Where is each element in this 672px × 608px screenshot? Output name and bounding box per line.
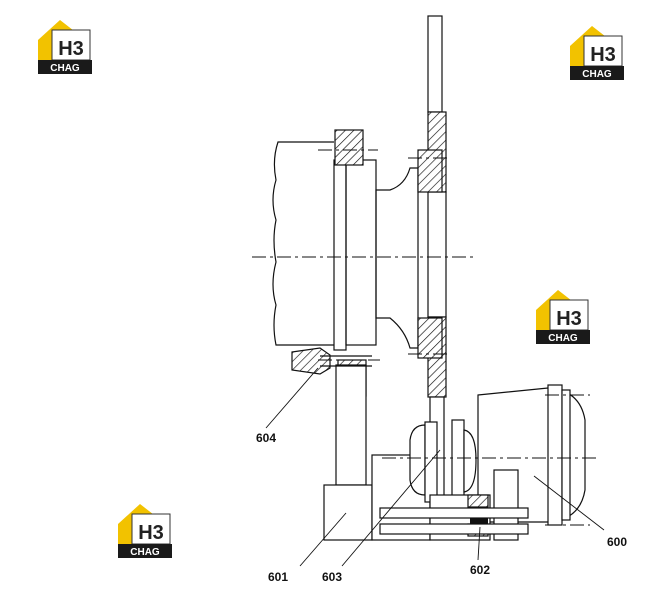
svg-text:H3: H3 — [590, 44, 616, 66]
support-column — [335, 364, 367, 486]
pulley-603 — [409, 419, 477, 503]
part-label-601: 601 — [268, 570, 288, 584]
svg-text:CHAG: CHAG — [50, 63, 80, 74]
svg-text:H3: H3 — [138, 522, 164, 544]
svg-text:CHAG: CHAG — [582, 69, 612, 80]
part-label-603: 603 — [322, 570, 342, 584]
watermark-logo-top-left: H3 CHAG — [37, 19, 93, 75]
leader-lines — [265, 367, 605, 567]
watermark-logo-top-right: H3 CHAG — [569, 25, 625, 81]
part-label-600: 600 — [607, 535, 627, 549]
watermark-logo-bottom-left: H3 CHAG — [117, 503, 173, 559]
adapter-hub — [375, 167, 419, 349]
svg-text:H3: H3 — [58, 38, 84, 60]
coupling-602 — [379, 494, 529, 541]
part-label-604: 604 — [256, 431, 276, 445]
svg-text:CHAG: CHAG — [548, 333, 578, 344]
center-lines — [252, 149, 600, 526]
engine-housing — [272, 141, 377, 351]
part-label-602: 602 — [470, 563, 490, 577]
bolt-604 — [291, 347, 372, 375]
svg-text:CHAG: CHAG — [130, 547, 160, 558]
pump-600 — [477, 384, 586, 541]
watermark-logo-mid-right: H3 CHAG — [535, 289, 591, 345]
svg-text:H3: H3 — [556, 308, 582, 330]
